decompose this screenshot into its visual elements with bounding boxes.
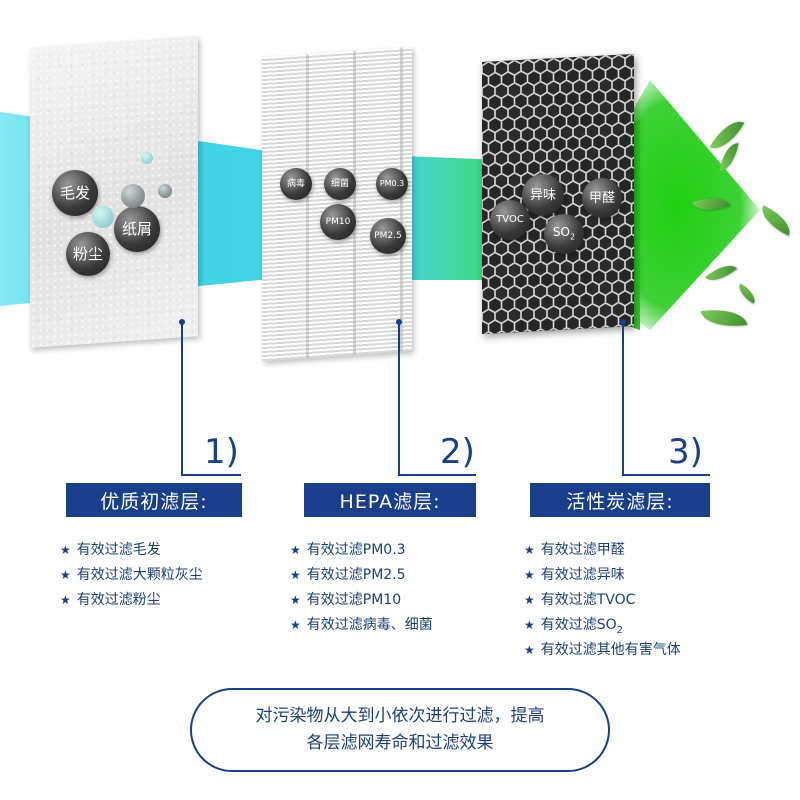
list-item: ★有效过滤甲醛: [524, 542, 625, 558]
star-icon: ★: [60, 593, 71, 607]
layer-rule-3: [622, 474, 710, 476]
star-icon: ★: [290, 593, 301, 607]
star-icon: ★: [524, 568, 535, 582]
particle-dot: [121, 184, 145, 208]
star-icon: ★: [290, 618, 301, 632]
particle-label-subscript: 2: [569, 232, 576, 242]
particle-label: PM2.5: [374, 230, 402, 241]
particle-tvoc: TVOC: [490, 200, 530, 240]
list-item: ★有效过滤PM2.5: [290, 567, 406, 583]
list-item: ★有效过滤TVOC: [524, 592, 636, 608]
particle-virus: 病毒: [280, 168, 312, 200]
particle-pm03: PM0.3: [376, 168, 408, 200]
particle-label-main: SO: [552, 225, 570, 240]
particle-dot: [158, 184, 172, 198]
features-hepa: ★有效过滤PM0.3 ★有效过滤PM2.5 ★有效过滤PM10 ★有效过滤病毒、…: [290, 538, 433, 638]
particle-dot: [141, 152, 153, 164]
layer-number-1: 1): [204, 432, 239, 472]
particle-so2: SO2: [544, 214, 584, 254]
particle-label: PM10: [325, 216, 351, 227]
list-item: ★有效过滤PM0.3: [290, 542, 406, 558]
particle-formaldehyde: 甲醛: [582, 178, 622, 218]
star-icon: ★: [524, 543, 535, 557]
particle-label: 纸屑: [121, 219, 152, 238]
particle-label: 毛发: [59, 183, 90, 202]
particle-hair: 毛发: [52, 170, 98, 216]
features-pre: ★有效过滤毛发 ★有效过滤大颗粒灰尘 ★有效过滤粉尘: [60, 538, 203, 613]
star-icon: ★: [290, 568, 301, 582]
particle-label: 甲醛: [588, 190, 615, 206]
particle-label: SO2: [553, 226, 575, 241]
layer-number-3: 3): [668, 432, 703, 472]
star-icon: ★: [524, 618, 535, 632]
summary-line-1: 对污染物从大到小依次进行过滤，提高: [255, 706, 545, 726]
particle-label: 异味: [529, 187, 556, 203]
list-item: ★有效过滤病毒、细菌: [290, 617, 433, 633]
particle-bacteria: 细菌: [324, 168, 356, 200]
star-icon: ★: [290, 543, 301, 557]
layer-rule-2: [398, 474, 476, 476]
particle-label: 病毒: [286, 178, 305, 189]
particle-label: PM0.3: [379, 179, 405, 188]
pointer-line-2: [398, 322, 400, 475]
star-icon: ★: [524, 593, 535, 607]
pointer-line-3: [622, 322, 624, 475]
particle-pm10: PM10: [320, 204, 356, 240]
particle-dust: 粉尘: [66, 232, 110, 276]
list-item: ★有效过滤毛发: [60, 542, 161, 558]
layer-title-2: HEPA滤层:: [304, 483, 476, 517]
layer-number-2: 2): [440, 432, 475, 472]
layer-rule-1: [181, 474, 241, 476]
particle-pm25: PM2.5: [370, 218, 406, 254]
layer-title-3: 活性炭滤层:: [530, 483, 710, 517]
particle-paper-scraps: 纸屑: [114, 206, 160, 252]
list-item: ★有效过滤异味: [524, 567, 625, 583]
list-item: ★有效过滤PM10: [290, 592, 402, 608]
star-icon: ★: [524, 643, 535, 657]
particle-odor: 异味: [522, 174, 564, 216]
star-icon: ★: [60, 543, 71, 557]
pointer-line-1: [181, 322, 183, 475]
particle-dot: [92, 206, 114, 228]
particle-label: 细菌: [330, 178, 349, 189]
list-item: ★有效过滤粉尘: [60, 592, 161, 608]
features-carbon: ★有效过滤甲醛 ★有效过滤异味 ★有效过滤TVOC ★有效过滤SO2 ★有效过滤…: [524, 538, 681, 663]
particle-label: TVOC: [496, 214, 524, 225]
particle-label: 粉尘: [72, 244, 103, 263]
star-icon: ★: [60, 568, 71, 582]
list-item: ★有效过滤其他有害气体: [524, 642, 681, 658]
summary-line-2: 各层滤网寿命和过滤效果: [306, 733, 494, 753]
layer-title-1: 优质初滤层:: [66, 483, 242, 517]
summary-box: 对污染物从大到小依次进行过滤，提高 各层滤网寿命和过滤效果: [190, 688, 610, 772]
list-item: ★有效过滤大颗粒灰尘: [60, 567, 203, 583]
list-item: ★有效过滤SO2: [524, 617, 624, 636]
